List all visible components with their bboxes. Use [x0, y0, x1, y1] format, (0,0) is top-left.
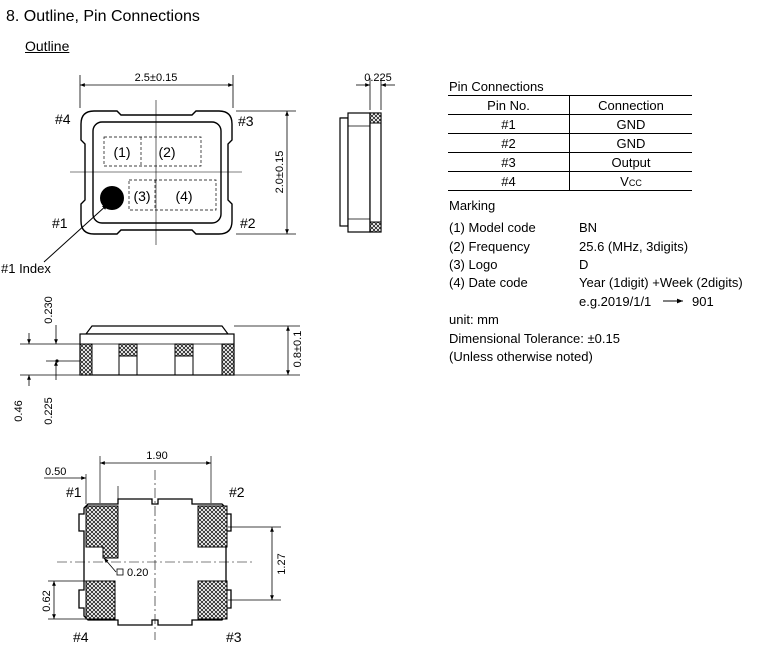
table-row: #1 GND	[448, 114, 692, 134]
top-pin3-label: #3	[238, 113, 254, 129]
date-example-result: 901	[692, 294, 714, 309]
marking-1: (1)	[113, 144, 130, 160]
bottom-dim-pad-width: 0.50	[45, 466, 66, 478]
connection-cell: GND	[569, 114, 692, 134]
header-connection: Connection	[569, 95, 692, 115]
index-label: #1 Index	[1, 261, 51, 276]
front-dim-left: 0.46	[13, 400, 25, 421]
side-thickness-dim: 0.225	[364, 72, 392, 84]
marking-value: Year (1digit) +Week (2digits)	[579, 275, 743, 290]
top-pin4-label: #4	[55, 111, 71, 127]
marking-3: (3)	[133, 188, 150, 204]
vcc-subscript: CC	[628, 177, 642, 188]
table-row: #4 VCC	[448, 171, 692, 191]
tolerance-note: Dimensional Tolerance: ±0.15	[449, 331, 620, 346]
connection-cell: Output	[569, 152, 692, 172]
connection-cell: GND	[569, 133, 692, 153]
marking-label: (3) Logo	[449, 257, 498, 272]
connection-cell: VCC	[569, 171, 692, 191]
front-dim-bottom: 0.225	[43, 397, 55, 425]
top-width-dim: 2.5±0.15	[135, 72, 178, 84]
date-example-prefix: e.g.2019/1/1	[579, 294, 652, 309]
bottom-pin2-label: #2	[229, 484, 245, 500]
marking-label: (1) Model code	[449, 220, 536, 235]
bottom-pin3-label: #3	[226, 629, 242, 645]
pin-connections-title: Pin Connections	[449, 79, 544, 94]
unit-note: unit: mm	[449, 312, 499, 327]
top-pin1-label: #1	[52, 215, 68, 231]
table-row: #2 GND	[448, 133, 692, 153]
front-view	[20, 325, 300, 386]
marking-label: (4) Date code	[449, 275, 528, 290]
front-dim-top: 0.230	[43, 296, 55, 324]
marking-title: Marking	[449, 198, 496, 213]
bottom-view	[44, 456, 281, 640]
table-row: #3 Output	[448, 152, 692, 172]
marking-value: BN	[579, 220, 598, 235]
side-view	[339, 78, 395, 233]
table-header-row: Pin No. Connection	[448, 95, 692, 115]
bottom-pin1-label: #1	[66, 484, 82, 500]
marking-4: (4)	[175, 188, 192, 204]
bottom-pin4-label: #4	[73, 629, 89, 645]
bottom-dim-vertical: 1.27	[276, 553, 288, 574]
header-pin-no: Pin No.	[448, 95, 570, 115]
pin-cell: #3	[448, 152, 570, 172]
top-height-dim: 2.0±0.15	[274, 151, 286, 194]
bottom-dim-square: 0.20	[127, 567, 148, 579]
marking-value: 25.6 (MHz, 3digits)	[579, 239, 689, 254]
marking-value: D	[579, 257, 589, 272]
index-dot	[100, 186, 124, 210]
section-title: 8. Outline, Pin Connections	[6, 8, 200, 25]
pin-cell: #4	[448, 171, 570, 191]
bottom-dim-pitch: 1.90	[146, 450, 167, 462]
top-pin2-label: #2	[240, 215, 256, 231]
unless-note: (Unless otherwise noted)	[449, 349, 593, 364]
marking-label: (2) Frequency	[449, 239, 530, 254]
pin-cell: #2	[448, 133, 570, 153]
pin-cell: #1	[448, 114, 570, 134]
top-view	[43, 75, 296, 263]
marking-2: (2)	[158, 144, 175, 160]
outline-subtitle: Outline	[25, 38, 70, 54]
bottom-dim-pad-height: 0.62	[41, 590, 53, 611]
front-dim-height: 0.8±0.1	[292, 331, 304, 368]
vcc-main: V	[620, 173, 629, 189]
pin-connections-table: Pin No. Connection #1 GND #2 GND #3 Outp…	[448, 95, 692, 191]
